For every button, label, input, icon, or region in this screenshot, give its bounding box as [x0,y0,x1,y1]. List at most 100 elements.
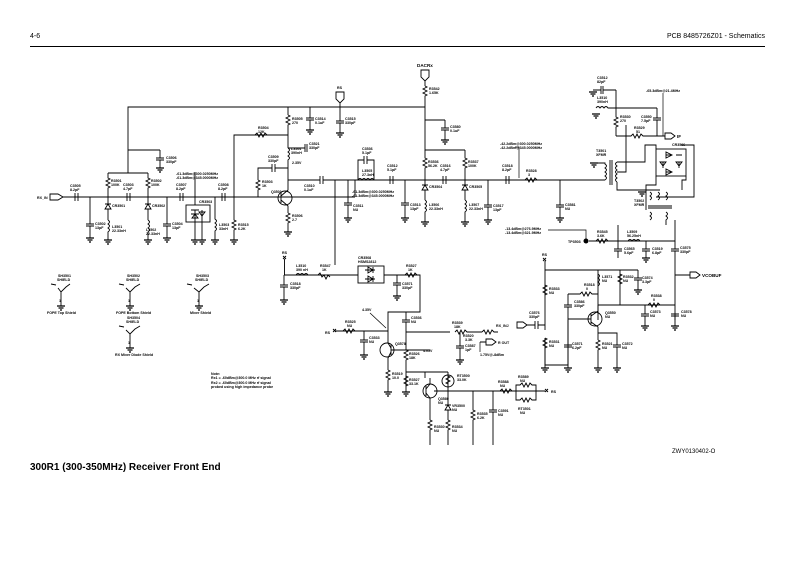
svg-text:C3518: C3518 [290,282,301,286]
q3578-collector-trace [387,311,406,340]
capacitor-C3586: C3586 330pF [564,294,585,308]
varactor-CR3504: CR3504 [421,180,442,200]
svg-text:R3532: R3532 [623,275,634,279]
annotation-sig2-b: -61.3dBm@345.0000MHz [352,194,394,198]
svg-text:R3526: R3526 [409,352,420,356]
resistor-R3530b: R3530 NU [426,419,445,445]
svg-text:R3527: R3527 [409,378,420,382]
figure-title: 300R1 (300-350MHz) Receiver Front End [30,462,221,473]
svg-text:1: 1 [128,341,130,345]
svg-text:Note:: Note: [211,372,220,376]
svg-text:Q3501: Q3501 [271,190,282,194]
svg-text:22.33nH: 22.33nH [146,232,160,236]
svg-text:NU: NU [549,291,555,295]
voltage-leader [369,312,387,329]
svg-text:T3501: T3501 [596,149,606,153]
annotation-sig1-a: -61.3dBm@300.0250MHz [176,172,218,176]
inductor-L3503: L3503 33nH [211,197,229,245]
svg-text:330pF: 330pF [680,250,691,254]
svg-text:NU: NU [565,207,571,211]
svg-text:C3580: C3580 [450,125,461,129]
svg-text:C3587: C3587 [465,344,476,348]
svg-text:22.33nH: 22.33nH [469,207,483,211]
capacitor-C3502: C3502 13pF [86,197,106,243]
capacitor-C3574: C3574 3.3pF [634,270,653,295]
svg-text:100K: 100K [111,183,120,187]
capacitor-C3507: C3507 8.2pF [176,183,187,201]
svg-text:SHIELD: SHIELD [126,320,140,324]
capacitor-C3508: C3508 8.2pF [218,183,229,201]
annotation-leader-3 [548,229,587,240]
resistor-R3527: R3527 1K [404,264,421,313]
capacitor-C3511: C3511 NU [344,180,363,223]
page-number: 4-6 [30,33,41,40]
svg-text:12K: 12K [258,130,265,134]
svg-text:R OUT: R OUT [498,341,510,345]
svg-text:C3521: C3521 [309,142,320,146]
svg-text:C3576: C3576 [529,311,540,315]
inductor-L3509: L3509 56.25nH [627,230,641,242]
capacitor-C3573: C3573 NU [641,305,661,331]
svg-text:6.8pF: 6.8pF [652,251,662,255]
svg-text:RS: RS [551,390,557,394]
capacitor-C3576: C3576 330pF [529,311,545,329]
svg-text:DACRx: DACRx [417,63,433,68]
svg-text:L3503: L3503 [219,223,229,227]
port-rs-left: RS [282,251,288,275]
resistor-R3545: R3545 3.6K [595,230,609,245]
svg-text:1pF: 1pF [465,348,472,352]
svg-text:RX Mixer Diode Shield: RX Mixer Diode Shield [115,353,153,357]
svg-text:L3504: L3504 [291,147,301,151]
svg-text:C3508: C3508 [218,183,229,187]
q3578-emitter-trace [406,331,450,351]
svg-text:NU: NU [650,314,656,318]
svg-text:8.2pF: 8.2pF [218,187,228,191]
resistor-R3588: R3588 NU [498,380,513,395]
svg-text:5.1pF: 5.1pF [362,151,372,155]
annotation-leader [515,146,520,178]
resistor-R3542: R3542 1.65K [421,85,440,107]
svg-text:RS: RS [325,331,331,335]
svg-text:1.65K: 1.65K [429,91,439,95]
rx-in-label: RX_IN [37,196,48,200]
resistor-R3502: R3502 100K [144,173,162,197]
svg-text:NU: NU [681,314,687,318]
svg-text:22.33nH: 22.33nH [429,207,443,211]
bias-rail [108,106,335,174]
annotation-sig1-b: -61.3dBm@345.0000MHz [176,176,218,180]
svg-text:NU: NU [369,340,375,344]
svg-text:L3571: L3571 [602,275,612,279]
svg-text:NU: NU [353,208,359,212]
capacitor-C3571: C3571 330pF [393,275,413,301]
svg-text:C3511: C3511 [353,204,363,208]
svg-text:C3517: C3517 [493,204,504,208]
svg-text:R3525: R3525 [345,320,356,324]
svg-text:8.2pF: 8.2pF [176,187,186,191]
svg-text:C3573: C3573 [650,310,661,314]
svg-text:FOPE Top Shield: FOPE Top Shield [47,311,76,315]
capacitor-C3516: C3516 4.7pF [440,164,451,184]
svg-text:R3519: R3519 [392,372,403,376]
svg-text:10.0: 10.0 [392,376,399,380]
svg-text:390 nH: 390 nH [296,268,308,272]
svg-text:13pF: 13pF [95,226,104,230]
annotation-sig3-a: -42.2dBm@300.0250MHz [500,142,542,146]
svg-text:NU: NU [500,384,506,388]
port-rs-top: RS [335,86,345,107]
resistor-R3521: R3521 NU [594,339,613,373]
resistor-R3537: R3537 100K [461,150,479,180]
svg-text:R3505: R3505 [292,117,303,121]
svg-text:RT3500: RT3500 [457,374,470,378]
svg-text:13pF: 13pF [493,208,502,212]
svg-text:C3572: C3572 [622,342,633,346]
capacitor-C3506: C3506 330pF [166,156,177,164]
svg-text:390nH: 390nH [291,151,302,155]
svg-text:4.7pF: 4.7pF [123,187,133,191]
transformer-T3502: T3502 XFMR [634,191,672,225]
voltage-label-v2: 4.35V [362,308,372,312]
svg-text:NU: NU [438,401,444,405]
dual-diode-CR3503: CR3503 [185,172,212,245]
svg-text:RS: RS [337,86,343,90]
resistor-R3535: R3535 6.2K [469,391,488,445]
svg-text:R3534: R3534 [452,425,463,429]
